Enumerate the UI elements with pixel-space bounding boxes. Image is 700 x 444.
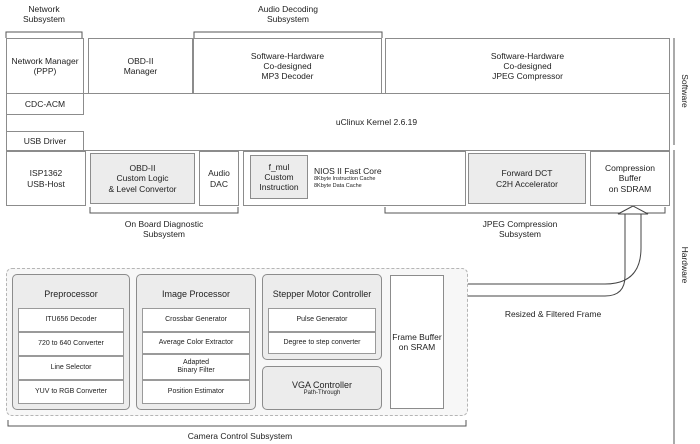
audio-dac-box: Audio DAC xyxy=(199,151,239,206)
720-to-640-box: 720 to 640 Converter xyxy=(18,332,124,356)
isp1362-box: ISP1362 USB-Host xyxy=(6,151,86,206)
compression-buffer-box: Compression Buffer on SDRAM xyxy=(590,151,670,206)
obd-logic-box: OBD-II Custom Logic & Level Convertor xyxy=(90,153,195,204)
kernel-box: uClinux Kernel 2.6.19 xyxy=(84,93,670,151)
position-estimator-box: Position Estimator xyxy=(142,380,250,404)
usb-driver-box: USB Driver xyxy=(6,131,84,151)
preprocessor-title: Preprocessor xyxy=(44,289,98,299)
degree-to-step-box: Degree to step converter xyxy=(268,332,376,354)
audio-decoding-subsystem-label: Audio Decoding Subsystem xyxy=(257,4,318,25)
hardware-side-label: Hardware xyxy=(680,246,690,284)
itu656-decoder-box: ITU656 Decoder xyxy=(18,308,124,332)
yuv-to-rgb-box: YUV to RGB Converter xyxy=(18,380,124,404)
obd-bracket xyxy=(89,207,239,214)
vga-controller-group: VGA Controller Path-Through xyxy=(262,366,382,410)
pulse-generator-box: Pulse Generator xyxy=(268,308,376,332)
image-processor-title: Image Processor xyxy=(161,289,231,299)
camera-subsystem-label: Camera Control Subsystem xyxy=(187,431,293,441)
network-manager-box: Network Manager (PPP) xyxy=(6,38,84,94)
obd-subsystem-label: On Board Diagnostic Subsystem xyxy=(124,219,204,240)
camera-bracket xyxy=(7,420,467,427)
mp3-decoder-box: Software-Hardware Co-designed MP3 Decode… xyxy=(193,38,382,94)
software-side-label: Software xyxy=(680,74,690,108)
crossbar-generator-box: Crossbar Generator xyxy=(142,308,250,332)
vga-controller-title: VGA Controller xyxy=(291,380,353,390)
kernel-left-edge xyxy=(6,114,84,132)
stepper-controller-title: Stepper Motor Controller xyxy=(272,289,372,299)
binary-filter-box: Adapted Binary Filter xyxy=(142,354,250,380)
line-selector-box: Line Selector xyxy=(18,356,124,380)
network-bracket xyxy=(5,31,83,38)
network-subsystem-label: Network Subsystem xyxy=(22,4,66,25)
nios-core-label: NIOS II Fast Core 8Kbyte Instruction Cac… xyxy=(314,166,382,190)
resized-frame-label: Resized & Filtered Frame xyxy=(504,309,602,319)
obd-manager-box: OBD-II Manager xyxy=(88,38,193,94)
audio-bracket xyxy=(193,31,383,38)
jpeg-compressor-box: Software-Hardware Co-designed JPEG Compr… xyxy=(385,38,670,94)
average-color-box: Average Color Extractor xyxy=(142,332,250,354)
frame-buffer-box: Frame Buffer on SRAM xyxy=(390,275,444,409)
vga-controller-subtitle: Path-Through xyxy=(303,390,341,396)
jpeg-subsystem-label: JPEG Compression Subsystem xyxy=(482,219,558,240)
forward-dct-box: Forward DCT C2H Accelerator xyxy=(468,153,586,204)
f-mul-box: f_mul Custom Instruction xyxy=(250,155,308,199)
cdc-acm-box: CDC-ACM xyxy=(6,93,84,115)
frame-path xyxy=(444,205,649,297)
jpeg-bracket xyxy=(384,207,666,214)
